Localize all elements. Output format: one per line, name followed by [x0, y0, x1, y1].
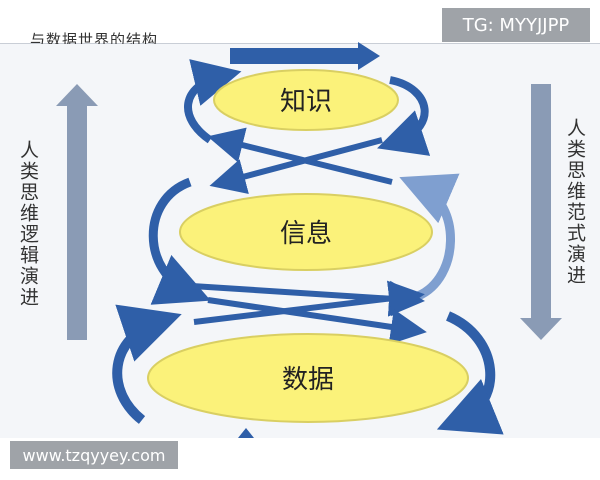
curve-arrow-information-left: [148, 177, 211, 305]
curve-arrow-data-left: [112, 304, 182, 424]
bottom-arrow-tip: [238, 428, 254, 438]
curve-arrow-information-right: [399, 173, 460, 301]
ellipse-knowledge: [213, 69, 399, 131]
cross-arrow-lower-c: [207, 297, 427, 345]
cross-arrow-upper-b: [209, 137, 383, 195]
left-axis-label: 人类思维逻辑演进: [17, 140, 39, 308]
curve-arrow-knowledge-right: [377, 76, 431, 156]
watermark-url: www.tzqyyey.com: [10, 441, 178, 469]
label-knowledge: 知识: [280, 87, 332, 117]
curve-arrow-data-right: [436, 311, 504, 435]
right-down-arrow: [520, 84, 562, 340]
ellipse-information: [179, 193, 433, 271]
tg-badge: TG: MYYJJPP: [442, 8, 590, 42]
top-divider: [0, 43, 600, 44]
label-data: 数据: [282, 365, 334, 395]
curve-arrow-knowledge-left: [184, 59, 242, 144]
top-right-arrow: [230, 42, 380, 70]
cross-arrow-lower-b: [193, 280, 425, 325]
right-axis-label: 人类思维范式演进: [564, 118, 586, 286]
cropped-caption: 与数据世界的结构: [30, 31, 159, 44]
label-information: 信息: [280, 219, 332, 249]
left-up-arrow: [56, 84, 98, 340]
ellipse-data: [147, 333, 469, 423]
